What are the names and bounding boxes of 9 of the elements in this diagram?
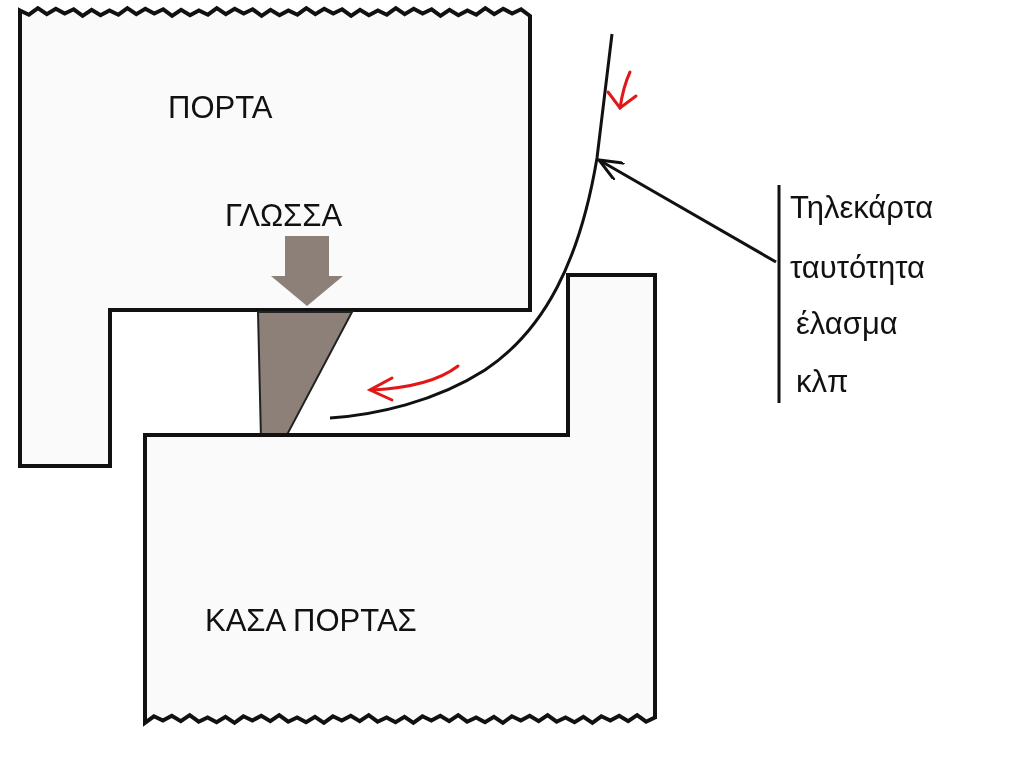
list-item: Τηλεκάρτα (790, 192, 934, 223)
arrow (597, 158, 777, 264)
list-item: κλπ (796, 366, 849, 397)
frame-label: ΚΑΣΑ ΠΟΡΤΑΣ (205, 605, 417, 636)
latch-label: ΓΛΩΣΣΑ (225, 200, 343, 231)
block-arrow (271, 236, 343, 306)
list-item: έλασμα (796, 308, 898, 339)
list-item: ταυτότητα (790, 252, 925, 283)
door-label: ΠΟΡΤΑ (168, 92, 273, 123)
